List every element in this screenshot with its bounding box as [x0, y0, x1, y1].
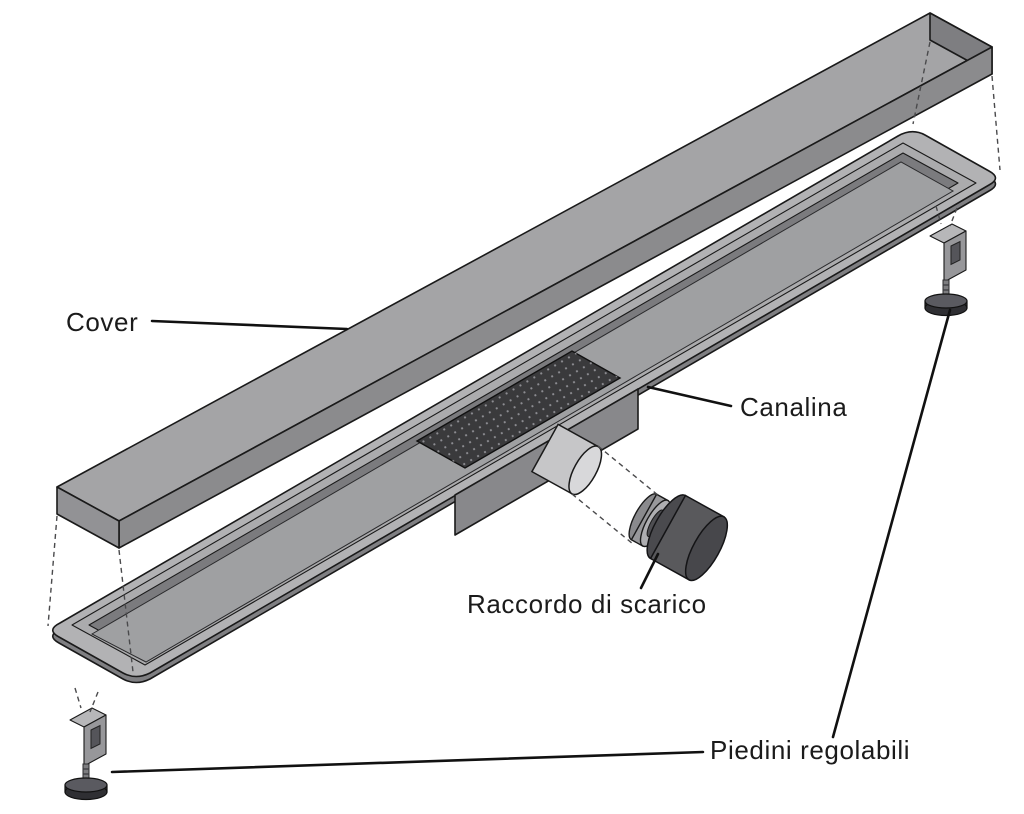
connector-barrel: [646, 494, 729, 582]
raccordo-label: Raccordo di scarico: [467, 589, 707, 619]
alignment-dashes: [47, 41, 1001, 713]
dash-foot-left-b: [89, 691, 99, 713]
outlet-pipe: [530, 423, 603, 496]
dash-cover-left-b: [118, 549, 134, 673]
dash-foot-left-a: [74, 687, 82, 709]
siphon-grate-perforation: [417, 351, 620, 468]
dash-foot-right-a: [935, 205, 942, 225]
cover: [56, 12, 993, 549]
dash-cover-right-b: [991, 75, 1001, 171]
piedini-label: Piedini regolabili: [710, 735, 910, 765]
leader-lines: [110, 308, 952, 774]
cover-label: Cover: [66, 307, 138, 337]
piedini-leader-line-right: [831, 308, 952, 739]
canalina-leader-line: [646, 385, 733, 408]
dash-foot-right-b: [949, 207, 958, 227]
barrel-face: [684, 515, 729, 582]
dash-outlet-axis-top: [597, 445, 660, 497]
raccordo-leader-line: [639, 552, 660, 590]
drain-connector: [628, 493, 729, 582]
adjustable-foot-right: [924, 223, 968, 317]
cover-left-end: [56, 486, 120, 549]
dash-cover-right-a: [912, 41, 931, 125]
cover-leader-line: [150, 319, 349, 331]
canalina-label: Canalina: [740, 392, 847, 422]
dash-outlet-axis-bottom: [571, 493, 634, 545]
canalina: [51, 130, 997, 684]
piedini-leader-line-left: [110, 750, 705, 774]
adjustable-foot-left: [64, 707, 108, 801]
dash-cover-left-a: [47, 515, 58, 627]
